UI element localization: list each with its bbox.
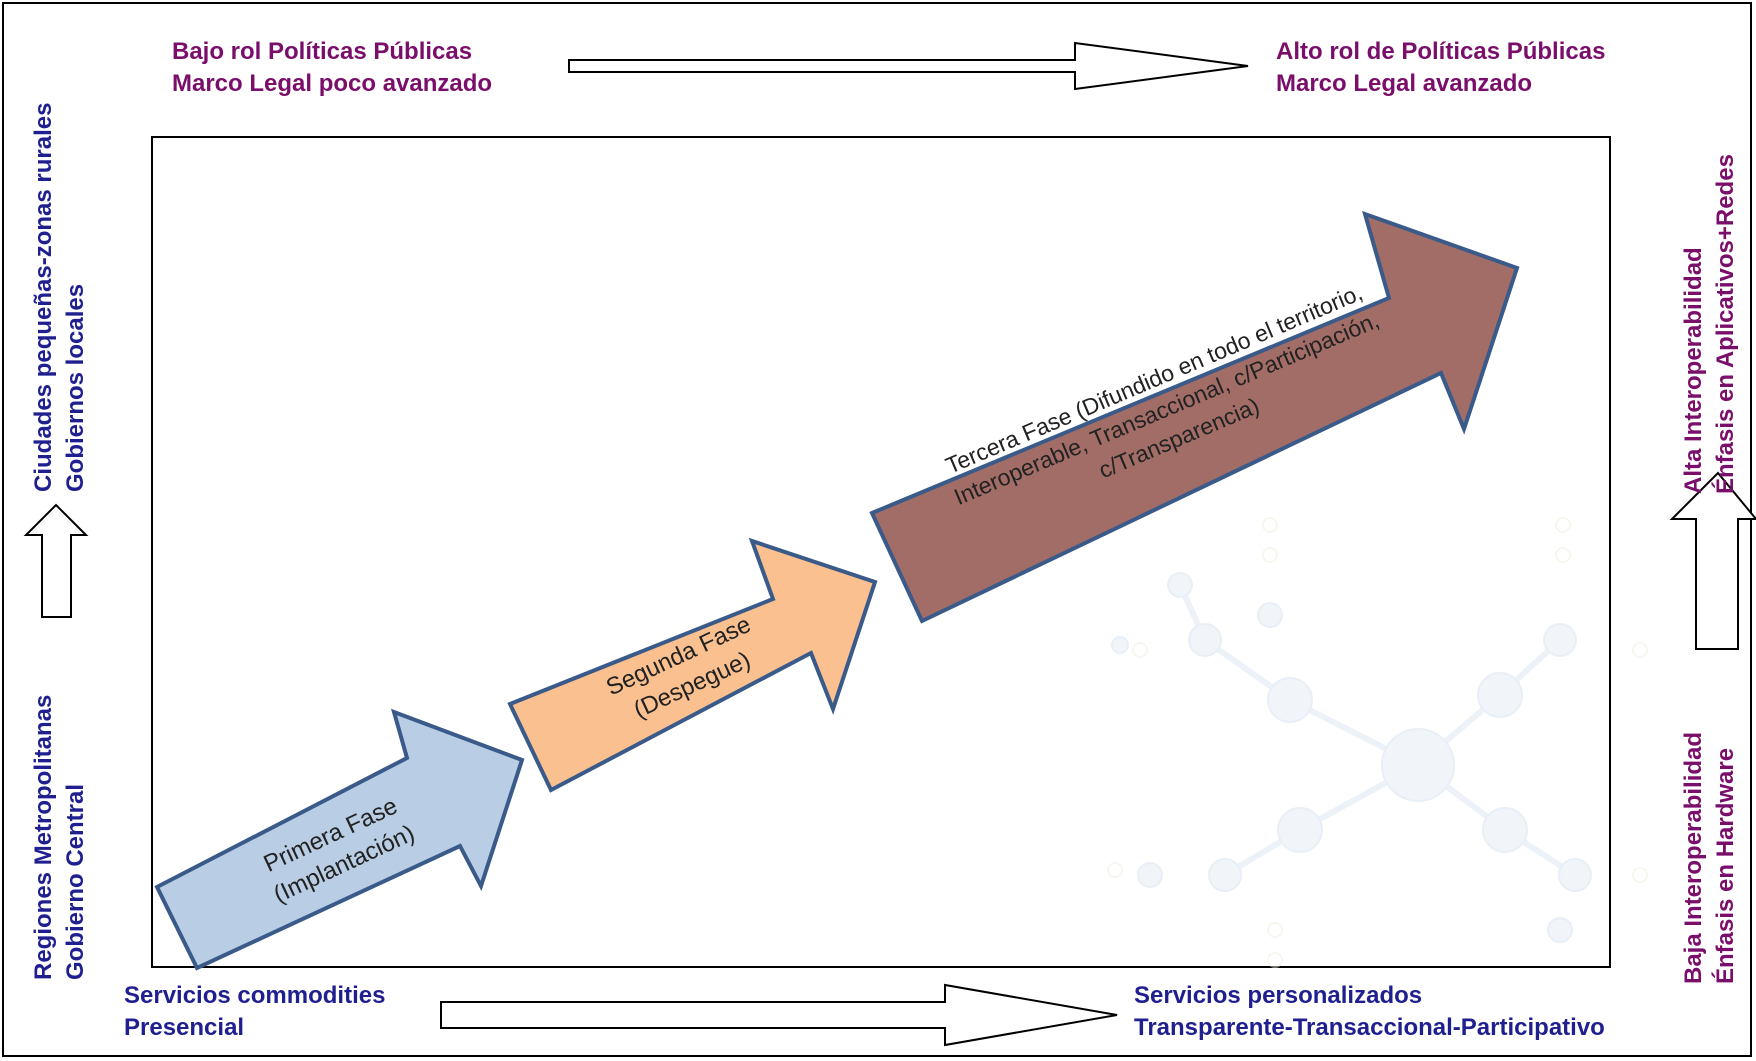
right-bottom-line1: Baja Interoperabilidad (1680, 731, 1707, 984)
bottom-left-line1: Servicios commodities (124, 982, 386, 1009)
bottom-left-label: Servicios commodities Presencial (124, 980, 385, 1044)
right-bottom-line2: Énfasis en Hardware (1712, 747, 1739, 984)
left-bottom-line2: Gobierno Central (62, 783, 89, 980)
left-top-label: Ciudades pequeñas-zonas rurales Gobierno… (28, 72, 92, 492)
bottom-right-label: Servicios personalizados Transparente-Tr… (1134, 980, 1605, 1044)
right-top-line2: Énfasis en Aplicativos+Redes (1712, 154, 1739, 494)
right-up-arrow (1669, 471, 1756, 650)
left-top-line1: Ciudades pequeñas-zonas rurales (30, 102, 57, 492)
top-right-label: Alto rol de Políticas Públicas Marco Leg… (1276, 36, 1605, 100)
left-top-line2: Gobiernos locales (62, 283, 89, 492)
top-right-line1: Alto rol de Políticas Públicas (1276, 38, 1606, 65)
inner-frame (151, 136, 1611, 968)
bottom-right-line1: Servicios personalizados (1134, 982, 1423, 1009)
third-phase-arrow (869, 210, 1520, 624)
top-left-label: Bajo rol Políticas Públicas Marco Legal … (172, 36, 492, 100)
network-watermark (1107, 517, 1648, 968)
second-phase-arrow (507, 537, 878, 793)
top-progress-arrow (568, 41, 1249, 91)
right-bottom-label: Baja Interoperabilidad Énfasis en Hardwa… (1678, 684, 1742, 984)
left-bottom-label: Regiones Metropolitanas Gobierno Central (28, 640, 92, 980)
top-left-line2: Marco Legal poco avanzado (172, 70, 493, 97)
first-phase-arrow (154, 708, 525, 971)
right-top-label: Alta Interoperabilidad Énfasis en Aplica… (1678, 74, 1742, 494)
left-up-arrow (23, 503, 89, 618)
right-top-line1: Alta Interoperabilidad (1680, 247, 1707, 494)
bottom-progress-arrow (440, 983, 1118, 1047)
bottom-left-line2: Presencial (124, 1014, 245, 1041)
top-right-line2: Marco Legal avanzado (1276, 70, 1533, 97)
bottom-right-line2: Transparente-Transaccional-Participativo (1134, 1014, 1605, 1041)
top-left-line1: Bajo rol Políticas Públicas (172, 38, 473, 65)
left-bottom-line1: Regiones Metropolitanas (30, 694, 57, 980)
